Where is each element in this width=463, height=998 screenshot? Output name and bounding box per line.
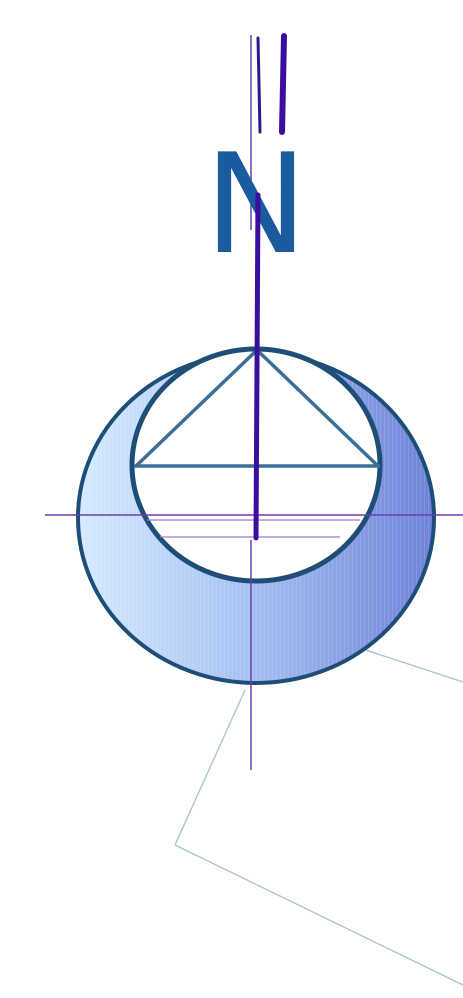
projection-line-left [175,690,245,845]
north-needle [256,195,258,538]
north-tick-thin [258,38,260,132]
projection-line-bottom [175,845,463,985]
north-tick-marks [258,36,284,132]
north-tick-thick [282,36,284,132]
